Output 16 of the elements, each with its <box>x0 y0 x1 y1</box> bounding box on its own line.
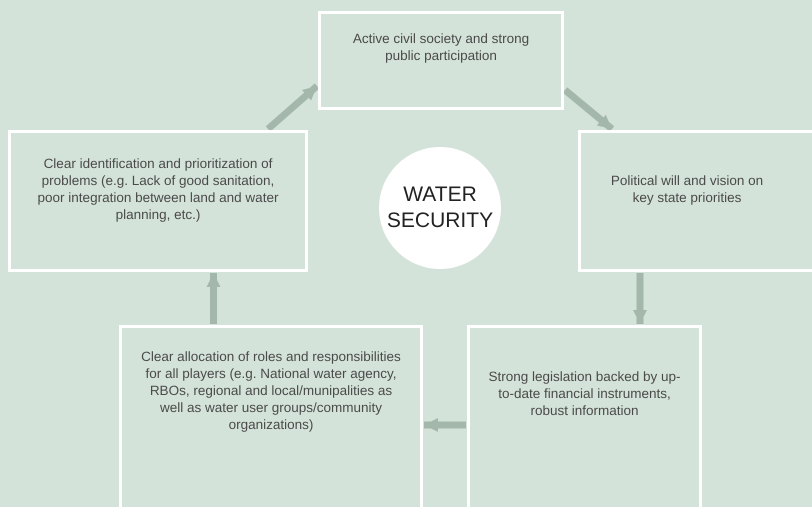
box-text: Clear allocation of roles and responsibilities for all players (e.g. National water agency, RBOs, regional and local/munipalities as well as water user groups/community organizations) <box>140 348 402 433</box>
process-box <box>578 130 812 272</box>
arrow <box>633 273 647 324</box>
box-text: Active civil society and strong public participation <box>352 30 530 64</box>
process-box <box>119 325 423 507</box>
box-text: Political will and vision on key state priorities <box>610 172 764 206</box>
process-box <box>467 325 702 507</box>
center-title: WATER SECURITY <box>386 182 494 234</box>
arrow <box>424 418 466 432</box>
process-box <box>8 130 308 272</box>
box-text: Clear identification and prioritization of problems (e.g. Lack of good sanitation, poor integration between land and water planning, etc.) <box>36 155 280 223</box>
box-text: Strong legislation backed by up-to-date financial instruments, robust information <box>487 368 682 419</box>
arrow <box>562 87 614 132</box>
arrow <box>266 83 320 132</box>
process-box <box>318 11 564 110</box>
arrow <box>206 273 220 324</box>
